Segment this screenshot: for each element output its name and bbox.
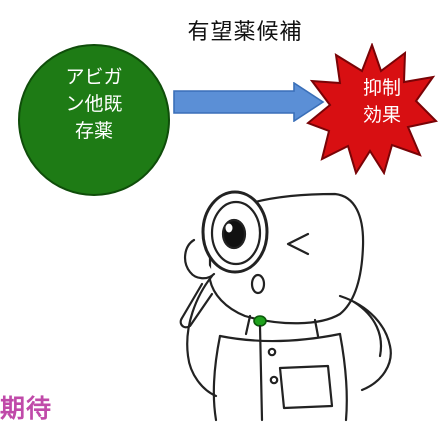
expectation-label: 期待 (0, 394, 53, 423)
effect-line-1: 抑制 (362, 77, 401, 99)
effect-line-2: 効果 (362, 104, 401, 126)
source-line-3: 存薬 (74, 120, 113, 142)
source-drug-label: アビガ ン他既 存薬 (34, 64, 154, 145)
source-line-1: アビガ (65, 66, 123, 88)
source-drug-circle (18, 44, 170, 196)
starburst-icon (306, 43, 438, 175)
effect-label: 抑制 効果 (336, 75, 428, 129)
detective-character-icon (179, 190, 392, 422)
arrow-right-icon (173, 82, 325, 122)
page-title: 有望薬候補 (187, 20, 303, 45)
source-line-2: ン他既 (65, 93, 123, 115)
